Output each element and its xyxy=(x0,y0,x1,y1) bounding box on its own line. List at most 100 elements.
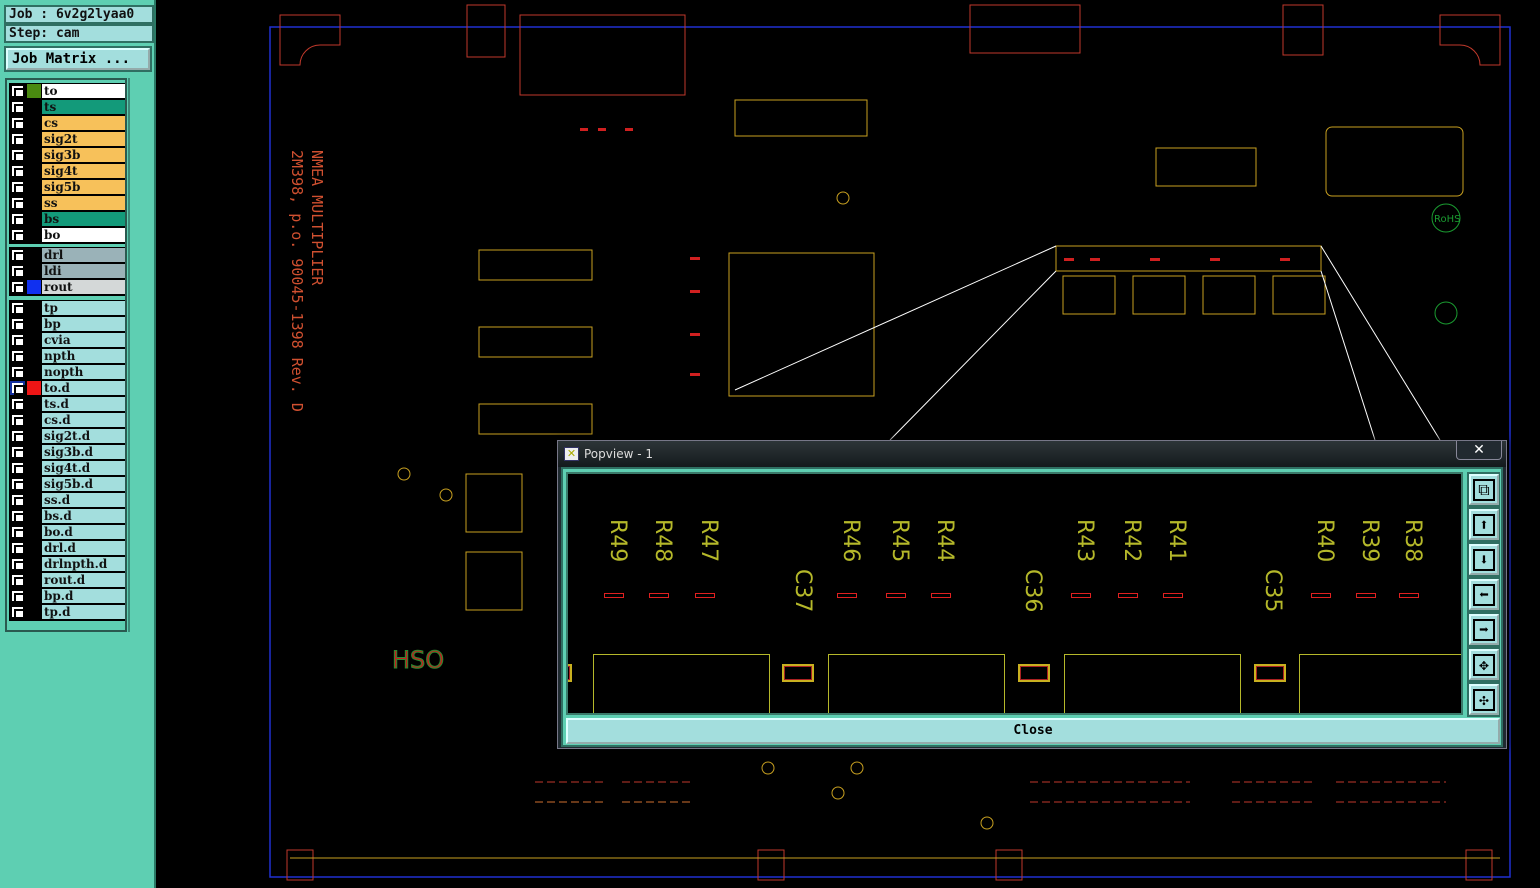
layer-row-cvia[interactable]: cvia xyxy=(9,332,125,348)
layer-name[interactable]: to xyxy=(42,84,125,98)
layer-checkbox[interactable] xyxy=(10,196,25,210)
layer-checkbox[interactable] xyxy=(10,317,25,331)
pan-up-button[interactable]: ⬆ xyxy=(1469,509,1499,540)
layer-name[interactable]: sig5b.d xyxy=(42,477,125,491)
layer-row-npth[interactable]: npth xyxy=(9,348,125,364)
layer-color-swatch[interactable] xyxy=(27,381,41,395)
layer-row-sig3b-d[interactable]: sig3b.d xyxy=(9,444,125,460)
layer-color-swatch[interactable] xyxy=(27,84,41,98)
layer-row-cs[interactable]: cs xyxy=(9,115,125,131)
layer-list-scrollbar[interactable] xyxy=(128,78,153,632)
layer-row-rout[interactable]: rout xyxy=(9,279,125,295)
layer-name[interactable]: bp.d xyxy=(42,589,125,603)
layer-name[interactable]: sig3b xyxy=(42,148,125,162)
layer-checkbox[interactable] xyxy=(10,445,25,459)
layer-checkbox[interactable] xyxy=(10,573,25,587)
layer-row-sig5b[interactable]: sig5b xyxy=(9,179,125,195)
layer-checkbox[interactable] xyxy=(10,477,25,491)
window-close-button[interactable]: ✕ xyxy=(1456,441,1502,460)
layer-row-sig2t-d[interactable]: sig2t.d xyxy=(9,428,125,444)
layer-name[interactable]: sig4t xyxy=(42,164,125,178)
layer-name[interactable]: nopth xyxy=(42,365,125,379)
layer-name[interactable]: rout.d xyxy=(42,573,125,587)
layer-name[interactable]: tp xyxy=(42,301,125,315)
layer-row-drl-d[interactable]: drl.d xyxy=(9,540,125,556)
layer-name[interactable]: ss xyxy=(42,196,125,210)
layer-checkbox[interactable] xyxy=(10,248,25,262)
layer-name[interactable]: sig5b xyxy=(42,180,125,194)
layer-row-bp[interactable]: bp xyxy=(9,316,125,332)
layer-row-bo[interactable]: bo xyxy=(9,227,125,243)
layer-row-drlnpth-d[interactable]: drlnpth.d xyxy=(9,556,125,572)
layer-row-bp-d[interactable]: bp.d xyxy=(9,588,125,604)
layer-row-rout-d[interactable]: rout.d xyxy=(9,572,125,588)
layer-checkbox[interactable] xyxy=(10,605,25,619)
layer-checkbox[interactable] xyxy=(10,84,25,98)
layer-checkbox[interactable] xyxy=(10,132,25,146)
layer-row-ss[interactable]: ss xyxy=(9,195,125,211)
zoom-in-button[interactable]: ✥ xyxy=(1469,649,1499,680)
layer-row-nopth[interactable]: nopth xyxy=(9,364,125,380)
layer-row-ts-d[interactable]: ts.d xyxy=(9,396,125,412)
layer-checkbox[interactable] xyxy=(10,413,25,427)
layer-row-sig2t[interactable]: sig2t xyxy=(9,131,125,147)
zoom-out-button[interactable]: ✣ xyxy=(1469,684,1499,715)
layer-checkbox[interactable] xyxy=(10,164,25,178)
layer-row-sig4t[interactable]: sig4t xyxy=(9,163,125,179)
layer-checkbox[interactable] xyxy=(10,280,25,294)
layer-row-ss-d[interactable]: ss.d xyxy=(9,492,125,508)
layer-checkbox[interactable] xyxy=(10,212,25,226)
layer-name[interactable]: rout xyxy=(42,280,125,294)
layer-checkbox[interactable] xyxy=(10,509,25,523)
layer-checkbox[interactable] xyxy=(10,301,25,315)
layer-checkbox[interactable] xyxy=(10,461,25,475)
layer-checkbox[interactable] xyxy=(10,381,25,395)
layer-row-sig4t-d[interactable]: sig4t.d xyxy=(9,460,125,476)
layer-checkbox[interactable] xyxy=(10,116,25,130)
layer-name[interactable]: sig4t.d xyxy=(42,461,125,475)
layer-name[interactable]: to.d xyxy=(42,381,125,395)
layer-checkbox[interactable] xyxy=(10,148,25,162)
layer-checkbox[interactable] xyxy=(10,541,25,555)
layer-name[interactable]: drl.d xyxy=(42,541,125,555)
layer-name[interactable]: cs.d xyxy=(42,413,125,427)
layer-name[interactable]: bo xyxy=(42,228,125,242)
pan-right-button[interactable]: ➡ xyxy=(1469,614,1499,645)
layer-checkbox[interactable] xyxy=(10,100,25,114)
layer-name[interactable]: drlnpth.d xyxy=(42,557,125,571)
layer-name[interactable]: cs xyxy=(42,116,125,130)
layer-row-sig3b[interactable]: sig3b xyxy=(9,147,125,163)
layer-name[interactable]: ss.d xyxy=(42,493,125,507)
layer-checkbox[interactable] xyxy=(10,589,25,603)
layer-row-cs-d[interactable]: cs.d xyxy=(9,412,125,428)
job-matrix-button[interactable]: Job Matrix ... xyxy=(4,46,152,72)
layer-row-tp-d[interactable]: tp.d xyxy=(9,604,125,620)
layer-name[interactable]: npth xyxy=(42,349,125,363)
popview-titlebar[interactable]: ✕Popview - 1 xyxy=(558,441,1506,467)
layer-name[interactable]: drl xyxy=(42,248,125,262)
pan-left-button[interactable]: ⬅ xyxy=(1469,579,1499,610)
layer-checkbox[interactable] xyxy=(10,264,25,278)
layer-name[interactable]: bp xyxy=(42,317,125,331)
close-button[interactable]: Close xyxy=(566,718,1500,744)
layer-checkbox[interactable] xyxy=(10,525,25,539)
layer-name[interactable]: sig3b.d xyxy=(42,445,125,459)
layer-checkbox[interactable] xyxy=(10,429,25,443)
layer-row-bo-d[interactable]: bo.d xyxy=(9,524,125,540)
layer-name[interactable]: sig2t xyxy=(42,132,125,146)
layer-row-drl[interactable]: drl xyxy=(9,247,125,263)
layer-checkbox[interactable] xyxy=(10,349,25,363)
layer-checkbox[interactable] xyxy=(10,365,25,379)
layer-row-ts[interactable]: ts xyxy=(9,99,125,115)
layer-checkbox[interactable] xyxy=(10,493,25,507)
layer-row-to-d[interactable]: to.d xyxy=(9,380,125,396)
layer-name[interactable]: bs.d xyxy=(42,509,125,523)
layer-name[interactable]: ts xyxy=(42,100,125,114)
pcb-graphics-canvas[interactable]: NMEA MULTIPLIER 2M398, p.o. 90045-1398 R… xyxy=(156,0,1540,888)
zoom-home-button[interactable]: ⧉ xyxy=(1469,474,1499,505)
layer-row-sig5b-d[interactable]: sig5b.d xyxy=(9,476,125,492)
layer-row-ldi[interactable]: ldi xyxy=(9,263,125,279)
layer-row-bs-d[interactable]: bs.d xyxy=(9,508,125,524)
layer-name[interactable]: tp.d xyxy=(42,605,125,619)
